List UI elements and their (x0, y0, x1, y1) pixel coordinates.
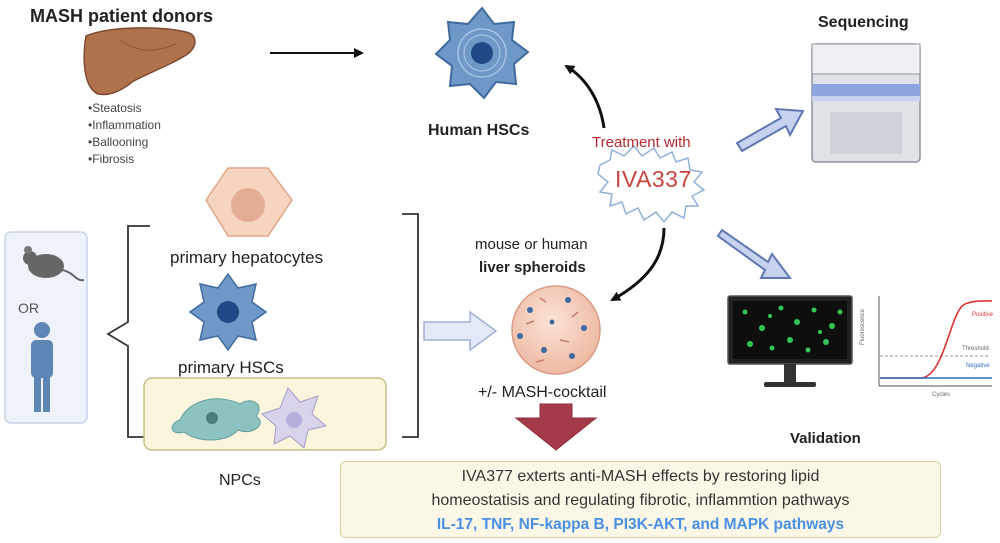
disease-features-list: Steatosis Inflammation Ballooning Fibros… (88, 100, 161, 168)
arrow-to-validation (716, 228, 792, 279)
human-hscs-label: Human HSCs (428, 122, 530, 139)
compound-label: IVA337 (615, 166, 692, 192)
human-hsc-icon (434, 6, 530, 100)
iva337-starburst (597, 144, 706, 224)
feature-item: Inflammation (88, 117, 161, 134)
primary-hscs-label: primary HSCs (178, 358, 284, 377)
plot-positive-label: Positive (972, 312, 994, 318)
sequencer-icon (811, 43, 921, 163)
liver-icon (83, 27, 196, 96)
arrow-to-sequencing (735, 107, 805, 153)
feature-item: Ballooning (88, 134, 161, 151)
plot-negative-label: Negative (966, 363, 990, 369)
hepatocyte-icon (205, 167, 293, 237)
feature-item: Fibrosis (88, 151, 161, 168)
cocktail-label: +/- MASH-cocktail (478, 384, 607, 401)
amplification-plot (878, 296, 993, 387)
species-label: mouse or human (475, 236, 588, 253)
left-bracket (106, 225, 150, 438)
result-line-2: homeostatisis and regulating fibrotic, i… (431, 492, 850, 509)
plot-y-axis-label: Fluorescence (860, 308, 866, 345)
result-box: IVA377 exterts anti-MASH effects by rest… (340, 461, 941, 538)
result-line-1: IVA377 exterts anti-MASH effects by rest… (461, 468, 820, 485)
mouse-icon (23, 246, 85, 282)
kupffer-cell-icon (171, 398, 261, 441)
feature-item: Steatosis (88, 100, 161, 117)
or-label: OR (18, 300, 39, 316)
right-bracket (402, 213, 419, 438)
plot-x-axis-label: Cycles (932, 392, 951, 398)
npcs-label: NPCs (219, 472, 261, 489)
donors-title: MASH patient donors (30, 6, 213, 26)
validation-label: Validation (790, 430, 861, 447)
result-pathways: IL-17, TNF, NF-kappa B, PI3K-AKT, and MA… (436, 516, 845, 533)
human-figure-icon (31, 322, 53, 412)
primary-hsc-icon (188, 272, 268, 352)
hepatocytes-label: primary hepatocytes (170, 248, 324, 267)
sequencing-label: Sequencing (818, 14, 909, 31)
plot-threshold-label: Threshold (962, 346, 989, 352)
treatment-label: Treatment with (592, 134, 691, 151)
arrow-to-result (514, 403, 598, 451)
spheroids-label: liver spheroids (479, 259, 586, 276)
arrow-to-spheroid (423, 310, 498, 352)
arrow-treatment-to-spheroid (610, 227, 666, 302)
arrow-treatment-to-hscs (564, 64, 606, 129)
liver-spheroid-icon (511, 285, 601, 375)
microscopy-monitor-icon (727, 295, 853, 387)
immune-cell-icon (261, 387, 328, 449)
